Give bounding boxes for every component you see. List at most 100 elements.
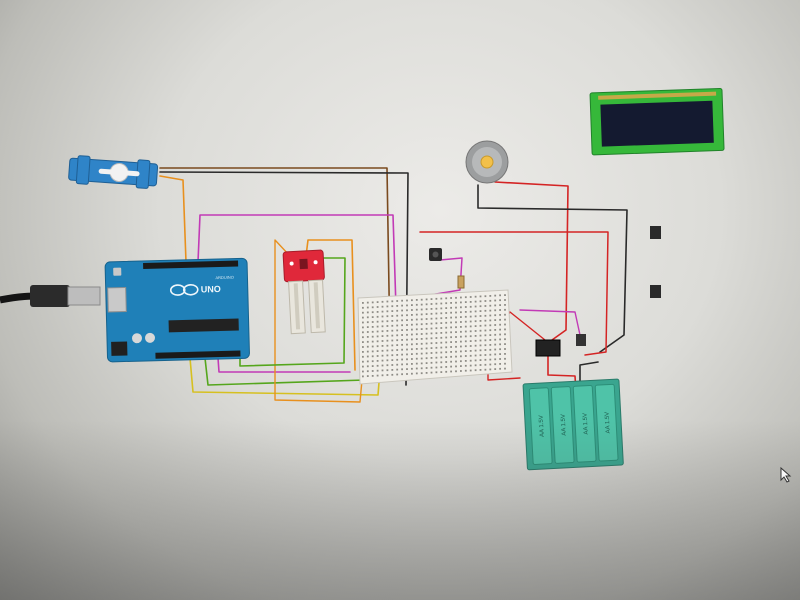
breadboard-hole[interactable] (362, 316, 364, 319)
breadboard-hole[interactable] (455, 331, 457, 333)
breadboard-hole[interactable] (430, 308, 433, 310)
breadboard-hole[interactable] (494, 363, 497, 366)
breadboard-hole[interactable] (474, 364, 477, 367)
wire-servo-brown[interactable] (159, 167, 391, 351)
breadboard-hole[interactable] (366, 355, 369, 358)
breadboard-hole[interactable] (386, 354, 389, 357)
breadboard-hole[interactable] (411, 333, 413, 336)
breadboard-hole[interactable] (494, 368, 497, 370)
breadboard-hole[interactable] (440, 356, 443, 359)
breadboard-hole[interactable] (484, 339, 487, 342)
breadboard-hole[interactable] (371, 311, 374, 314)
breadboard-hole[interactable] (425, 308, 428, 311)
wire-magenta-bottom[interactable] (217, 357, 351, 373)
breadboard-hole[interactable] (371, 360, 374, 363)
breadboard-hole[interactable] (440, 361, 443, 364)
breadboard-hole[interactable] (430, 357, 433, 359)
breadboard-hole[interactable] (484, 314, 487, 317)
breadboard-hole[interactable] (391, 359, 394, 361)
breadboard-hole[interactable] (401, 373, 403, 376)
breadboard-hole[interactable] (420, 338, 423, 340)
breadboard-hole[interactable] (381, 315, 384, 318)
breadboard-hole[interactable] (474, 354, 477, 357)
breadboard-hole[interactable] (366, 336, 369, 338)
breadboard-hole[interactable] (484, 295, 487, 298)
breadboard-hole[interactable] (460, 306, 462, 309)
breadboard-hole[interactable] (396, 314, 399, 317)
wire-servo-orange[interactable] (159, 175, 187, 263)
breadboard-hole[interactable] (469, 320, 472, 323)
breadboard-hole[interactable] (371, 316, 374, 318)
breadboard-hole[interactable] (371, 355, 374, 358)
breadboard-hole[interactable] (415, 367, 418, 370)
breadboard-hole[interactable] (386, 320, 389, 323)
breadboard-hole[interactable] (425, 372, 428, 374)
breadboard-hole[interactable] (499, 343, 501, 346)
breadboard-hole[interactable] (391, 364, 394, 366)
breadboard-hole[interactable] (464, 330, 467, 333)
breadboard-hole[interactable] (440, 322, 443, 324)
breadboard-hole[interactable] (425, 323, 428, 325)
breadboard-hole[interactable] (366, 345, 369, 348)
wire-motor-red[interactable] (494, 181, 569, 346)
breadboard-hole[interactable] (415, 313, 418, 316)
breadboard-hole[interactable] (411, 358, 413, 360)
breadboard-hole[interactable] (445, 366, 448, 368)
breadboard-hole[interactable] (376, 325, 379, 328)
breadboard-hole[interactable] (445, 361, 448, 363)
breadboard-hole[interactable] (445, 302, 448, 305)
breadboard-hole[interactable] (391, 320, 394, 322)
breadboard-hole[interactable] (445, 321, 448, 324)
breadboard-hole[interactable] (420, 347, 423, 350)
breadboard-hole[interactable] (474, 339, 477, 342)
breadboard-hole[interactable] (425, 303, 428, 306)
wire-sensor-orange-2[interactable] (274, 239, 363, 403)
breadboard-hole[interactable] (464, 301, 467, 303)
breadboard-hole[interactable] (460, 316, 462, 318)
breadboard-hole[interactable] (381, 359, 384, 362)
breadboard-hole[interactable] (362, 375, 364, 378)
breadboard-hole[interactable] (460, 326, 462, 328)
breadboard-hole[interactable] (504, 313, 506, 316)
breadboard-hole[interactable] (376, 330, 379, 333)
breadboard-hole[interactable] (406, 314, 408, 317)
breadboard-hole[interactable] (366, 321, 369, 324)
breadboard-hole[interactable] (366, 306, 369, 309)
breadboard-hole[interactable] (381, 369, 384, 372)
breadboard-hole[interactable] (406, 373, 408, 375)
breadboard-hole[interactable] (362, 365, 364, 368)
breadboard-hole[interactable] (455, 306, 457, 309)
breadboard-hole[interactable] (386, 364, 389, 367)
breadboard-hole[interactable] (391, 339, 394, 342)
breadboard-hole[interactable] (460, 296, 462, 299)
breadboard-hole[interactable] (460, 355, 462, 358)
breadboard-hole[interactable] (450, 341, 452, 343)
breadboard-hole[interactable] (440, 332, 443, 334)
breadboard-hole[interactable] (479, 310, 482, 312)
breadboard-hole[interactable] (396, 329, 399, 332)
breadboard-hole[interactable] (479, 324, 482, 327)
breadboard-hole[interactable] (489, 314, 492, 317)
breadboard-hole[interactable] (415, 352, 418, 355)
breadboard-hole[interactable] (489, 319, 492, 322)
breadboard-hole[interactable] (464, 350, 467, 352)
breadboard-hole[interactable] (455, 365, 457, 368)
breadboard-hole[interactable] (381, 345, 384, 347)
breadboard-hole[interactable] (455, 370, 457, 373)
breadboard-hole[interactable] (460, 311, 462, 314)
breadboard-hole[interactable] (435, 317, 438, 320)
resistor[interactable] (457, 275, 465, 289)
breadboard-hole[interactable] (460, 340, 462, 343)
breadboard-hole[interactable] (499, 348, 501, 351)
breadboard-hole[interactable] (445, 317, 448, 319)
breadboard-hole[interactable] (366, 360, 369, 363)
breadboard-hole[interactable] (494, 329, 497, 331)
breadboard-hole[interactable] (415, 328, 418, 331)
breadboard-hole[interactable] (494, 309, 497, 312)
breadboard-hole[interactable] (435, 361, 438, 364)
breadboard-hole[interactable] (460, 350, 462, 353)
breadboard-hole[interactable] (504, 357, 506, 360)
breadboard-hole[interactable] (411, 353, 413, 355)
breadboard-hole[interactable] (415, 303, 418, 306)
breadboard-hole[interactable] (362, 321, 364, 324)
